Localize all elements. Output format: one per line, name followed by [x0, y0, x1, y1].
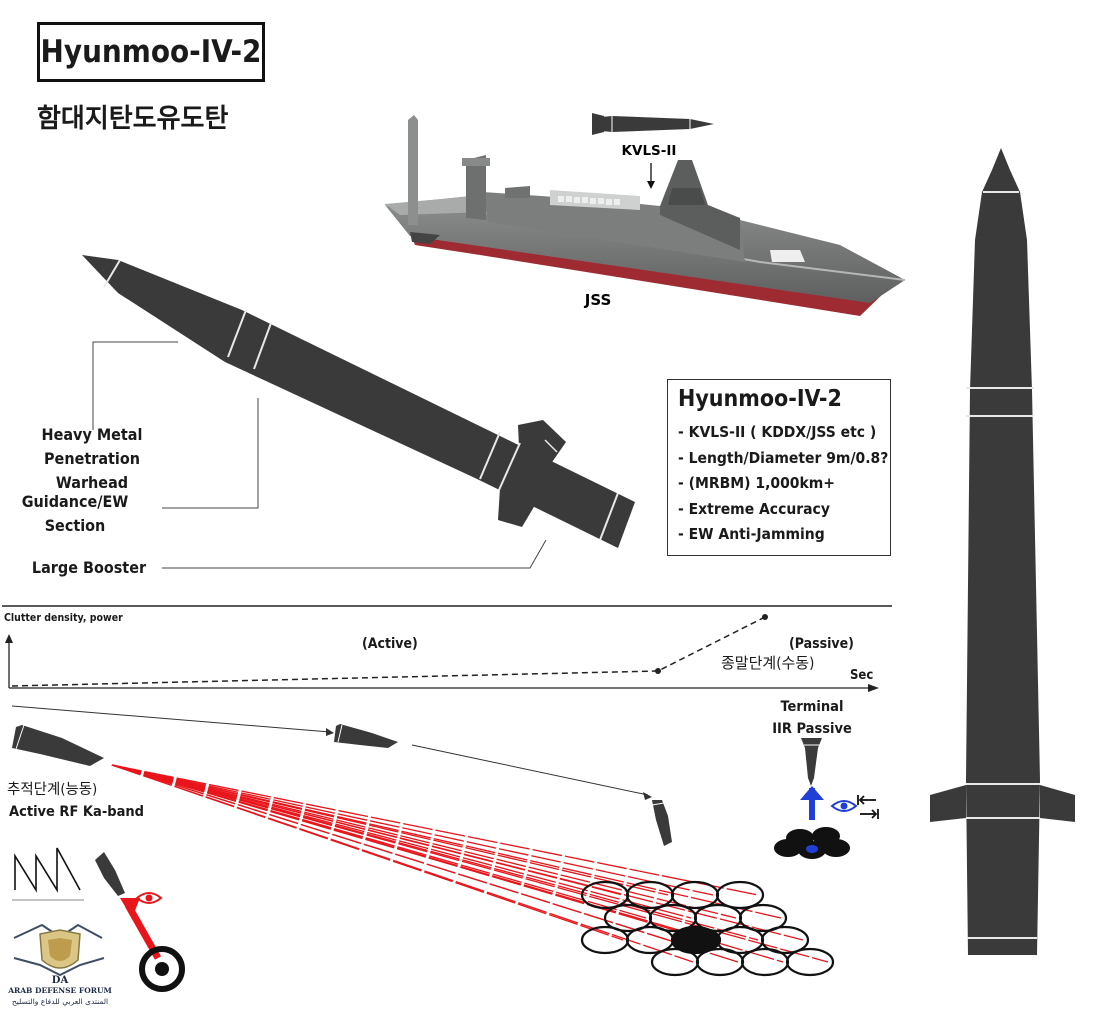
radar-beam — [111, 764, 694, 963]
spec-title: Hyunmoo-IV-2 — [678, 386, 842, 412]
missile-vertical — [930, 148, 1075, 955]
missile-diagonal — [82, 255, 635, 548]
ship-jss — [384, 115, 906, 316]
radar-beam — [111, 764, 737, 919]
target-circle — [760, 925, 810, 955]
eye-blue-icon — [830, 800, 858, 812]
passive-seeker-icon — [774, 786, 850, 859]
missile-stage-1 — [12, 724, 104, 766]
missile-small-left — [95, 852, 125, 896]
terminal-label-line: IIR Passive — [772, 721, 852, 737]
target-cluster — [580, 880, 835, 977]
kvls-missile-icon — [592, 113, 714, 135]
guidance-label-line: Guidance/EW — [21, 492, 129, 511]
watermark-logo — [13, 923, 105, 977]
guidance-label-line: Section — [44, 516, 106, 535]
spec-item: - Extreme Accuracy — [678, 499, 830, 518]
eye-red-icon — [135, 892, 163, 904]
graph-x-label: Sec — [850, 668, 874, 683]
spec-item: - (MRBM) 1,000km+ — [678, 474, 835, 492]
ship-label: JSS — [584, 291, 612, 309]
page-title: Hyunmoo-IV-2 — [37, 22, 265, 82]
x-axis-arrow-icon — [868, 684, 879, 692]
target-circle — [738, 903, 788, 933]
active-seeker-red-icon — [120, 898, 185, 992]
radar-beam — [111, 764, 739, 963]
warhead-label: Heavy Metal Penetration Warhead — [6, 423, 178, 495]
curve-point — [655, 668, 661, 674]
active-rf-label: Active RF Ka-band — [9, 804, 145, 820]
trajectory-arrow-icon — [643, 792, 652, 800]
toggle-arrows-icon — [857, 795, 879, 819]
graph-y-label: Clutter density, power — [4, 612, 123, 624]
spec-box: Hyunmoo-IV-2 - KVLS-II ( KDDX/JSS etc ) … — [667, 379, 891, 556]
booster-label: Large Booster — [31, 558, 147, 577]
watermark-abbr: DA — [52, 975, 69, 986]
watermark-name: ARAB DEFENSE FORUM — [7, 986, 112, 995]
target-circle-hit — [672, 926, 722, 954]
guidance-label: Guidance/EW Section — [20, 490, 130, 538]
kvls-arrow-icon — [647, 163, 655, 189]
clutter-curve — [11, 616, 766, 687]
callout-lines — [92, 341, 547, 569]
spec-item: - KVLS-II ( KDDX/JSS etc ) — [678, 423, 877, 441]
zigzag-pattern-icon — [12, 847, 84, 901]
radar-beam — [111, 764, 714, 896]
kvls-label: KVLS-II — [622, 143, 677, 159]
spec-item: - EW Anti-Jamming — [678, 525, 825, 543]
target-circle — [715, 880, 765, 910]
target-circle — [785, 947, 835, 977]
graph-active-label: (Active) — [362, 636, 418, 652]
trajectory-line — [11, 705, 649, 796]
radar-beam — [111, 764, 759, 896]
tracking-phase-label: 추적단계(능동) — [7, 782, 98, 798]
curve-point — [762, 614, 768, 620]
page-subtitle: 함대지탄도유도탄 — [37, 104, 229, 134]
radar-beam — [111, 764, 784, 963]
terminal-label-line: Terminal — [780, 699, 844, 715]
trajectory-arrow-icon — [326, 728, 334, 736]
warhead-label-line: Penetration Warhead — [44, 449, 140, 492]
watermark-name-ar: المنتدى العربي للدفاع والتسليح — [12, 997, 108, 1006]
terminal-label: Terminal IIR Passive — [764, 696, 860, 740]
missile-stage-2 — [334, 724, 398, 748]
missile-terminal — [801, 738, 822, 786]
warhead-label-line: Heavy Metal — [41, 425, 143, 444]
missile-stage-3 — [651, 800, 672, 846]
y-axis-arrow-icon — [5, 634, 13, 643]
graph-passive-ko-label: 종말단계(수동) — [721, 654, 815, 672]
spec-item: - Length/Diameter 9m/0.8? — [678, 448, 889, 467]
radar-beam — [111, 764, 804, 941]
radar-beam — [111, 764, 782, 919]
graph-axes — [8, 638, 872, 689]
graph-passive-label: (Passive) — [789, 636, 854, 652]
radar-beams — [111, 764, 829, 963]
